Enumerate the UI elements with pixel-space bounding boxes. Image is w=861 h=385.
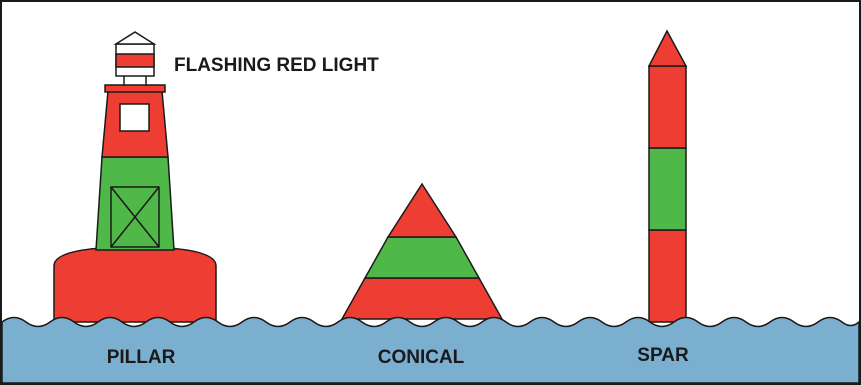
lantern-roof: [113, 31, 157, 45]
conical-red-top: [386, 182, 458, 238]
pillar-x-line-2: [110, 186, 160, 248]
spar-red-bottom: [648, 229, 687, 323]
spar-buoy: [647, 29, 688, 323]
pillar-window: [119, 103, 150, 132]
pillar-label: PILLAR: [107, 347, 176, 368]
spar-green-band: [648, 147, 687, 231]
flashing-red-light-band: [115, 53, 155, 68]
flashing-red-light-label: FLASHING RED LIGHT: [174, 55, 379, 76]
pillar-base: [53, 246, 217, 323]
spar-label: SPAR: [637, 345, 689, 366]
spar-tip: [647, 29, 688, 67]
pillar-buoy: [53, 31, 217, 323]
spar-red-top: [648, 65, 687, 149]
water: [1, 316, 860, 384]
pillar-top-cap: [104, 84, 166, 93]
conical-label: CONICAL: [378, 347, 465, 368]
conical-red-base: [340, 277, 504, 320]
